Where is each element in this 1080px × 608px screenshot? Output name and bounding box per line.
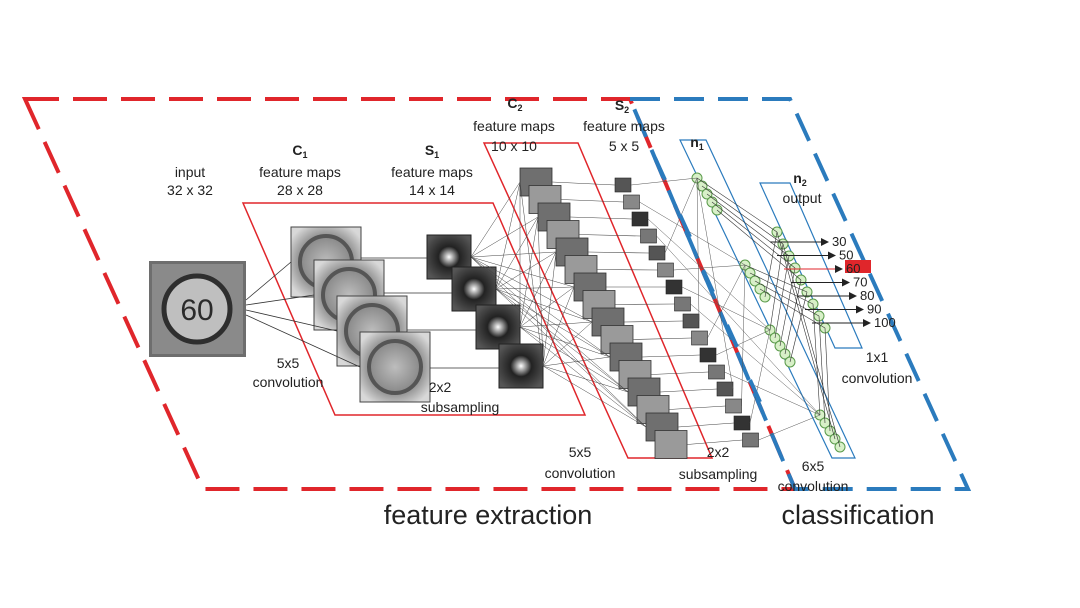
s2-map: [624, 195, 640, 209]
s1-name-label: feature maps: [391, 164, 473, 180]
sub1-size-label: 2x2: [429, 379, 452, 395]
c2-name-label: feature maps: [473, 118, 555, 134]
s2-map: [726, 399, 742, 413]
connection-line: [543, 322, 592, 366]
s2-map: [743, 433, 759, 447]
s2-map: [675, 297, 691, 311]
connection-line: [660, 389, 717, 392]
input-image: 60: [149, 261, 246, 357]
s2-map: [666, 280, 682, 294]
s2-map: [717, 382, 733, 396]
s2-name-label: feature maps: [583, 118, 665, 134]
connection-line: [674, 265, 746, 270]
connection-line: [707, 194, 789, 256]
connection-line: [597, 270, 658, 271]
sub2-size-label: 2x2: [707, 444, 730, 460]
s1-size-label: 14 x 14: [409, 182, 455, 198]
n1-symbol: n1: [690, 134, 704, 152]
s1-feature-maps: [427, 235, 543, 388]
s2-feature-maps: [615, 178, 759, 447]
s1-symbol: S1: [425, 142, 439, 160]
s2-map: [683, 314, 699, 328]
connection-line: [702, 186, 783, 244]
s2-map: [641, 229, 657, 243]
connection-line: [471, 252, 556, 257]
connection-line: [496, 217, 538, 289]
s2-map: [692, 331, 708, 345]
connection-line: [552, 182, 615, 185]
connection-line: [697, 178, 699, 321]
sub1-type-label: subsampling: [421, 399, 500, 415]
connection-line: [588, 252, 649, 253]
sign-value: 60: [180, 294, 213, 327]
conv2-size-label: 5x5: [569, 444, 592, 460]
conv2-type-label: convolution: [545, 465, 616, 481]
connection-line: [777, 232, 835, 439]
s2-map: [734, 416, 750, 430]
connection-line: [678, 423, 734, 427]
conv1-type-label: convolution: [253, 374, 324, 390]
s2-map: [658, 263, 674, 277]
connection-line: [471, 182, 520, 257]
c2-size-label: 10 x 10: [491, 138, 537, 154]
connection-line: [496, 182, 520, 289]
connection-line: [783, 244, 840, 447]
sub2-type-label: subsampling: [679, 466, 758, 482]
connection-line: [579, 235, 641, 237]
c1-symbol: C1: [292, 142, 307, 160]
connection-line: [712, 202, 795, 268]
connection-line: [496, 287, 574, 289]
classification-title: classification: [781, 500, 934, 530]
connection-line: [742, 265, 746, 406]
connection-line: [570, 217, 632, 219]
connection-line: [615, 304, 675, 305]
conv4-size-label: 1x1: [866, 349, 889, 365]
connection-line: [770, 244, 783, 330]
s2-map: [709, 365, 725, 379]
n2-symbol: n2: [793, 170, 807, 188]
connection-line: [543, 357, 610, 366]
conv4-type-label: convolution: [842, 370, 913, 386]
input-size-label: 32 x 32: [167, 182, 213, 198]
output-label: output: [783, 190, 822, 206]
conv3-type-label: convolution: [778, 478, 849, 494]
s2-map: [649, 246, 665, 260]
c2-map: [655, 431, 687, 459]
connection-line: [825, 328, 830, 431]
s2-size-label: 5 x 5: [609, 138, 640, 154]
connection-line: [651, 372, 709, 375]
output-label: 100: [874, 315, 896, 330]
s2-map: [632, 212, 648, 226]
s2-map: [700, 348, 716, 362]
s2-map: [615, 178, 631, 192]
conv3-size-label: 6x5: [802, 458, 825, 474]
feature-extraction-title: feature extraction: [384, 500, 593, 530]
input-label: input: [175, 164, 205, 180]
connection-line: [642, 355, 700, 357]
connection-line: [669, 406, 726, 410]
c1-name-label: feature maps: [259, 164, 341, 180]
conv1-size-label: 5x5: [277, 355, 300, 371]
connection-line: [561, 200, 624, 203]
c1-size-label: 28 x 28: [277, 182, 323, 198]
connection-line: [520, 322, 592, 327]
